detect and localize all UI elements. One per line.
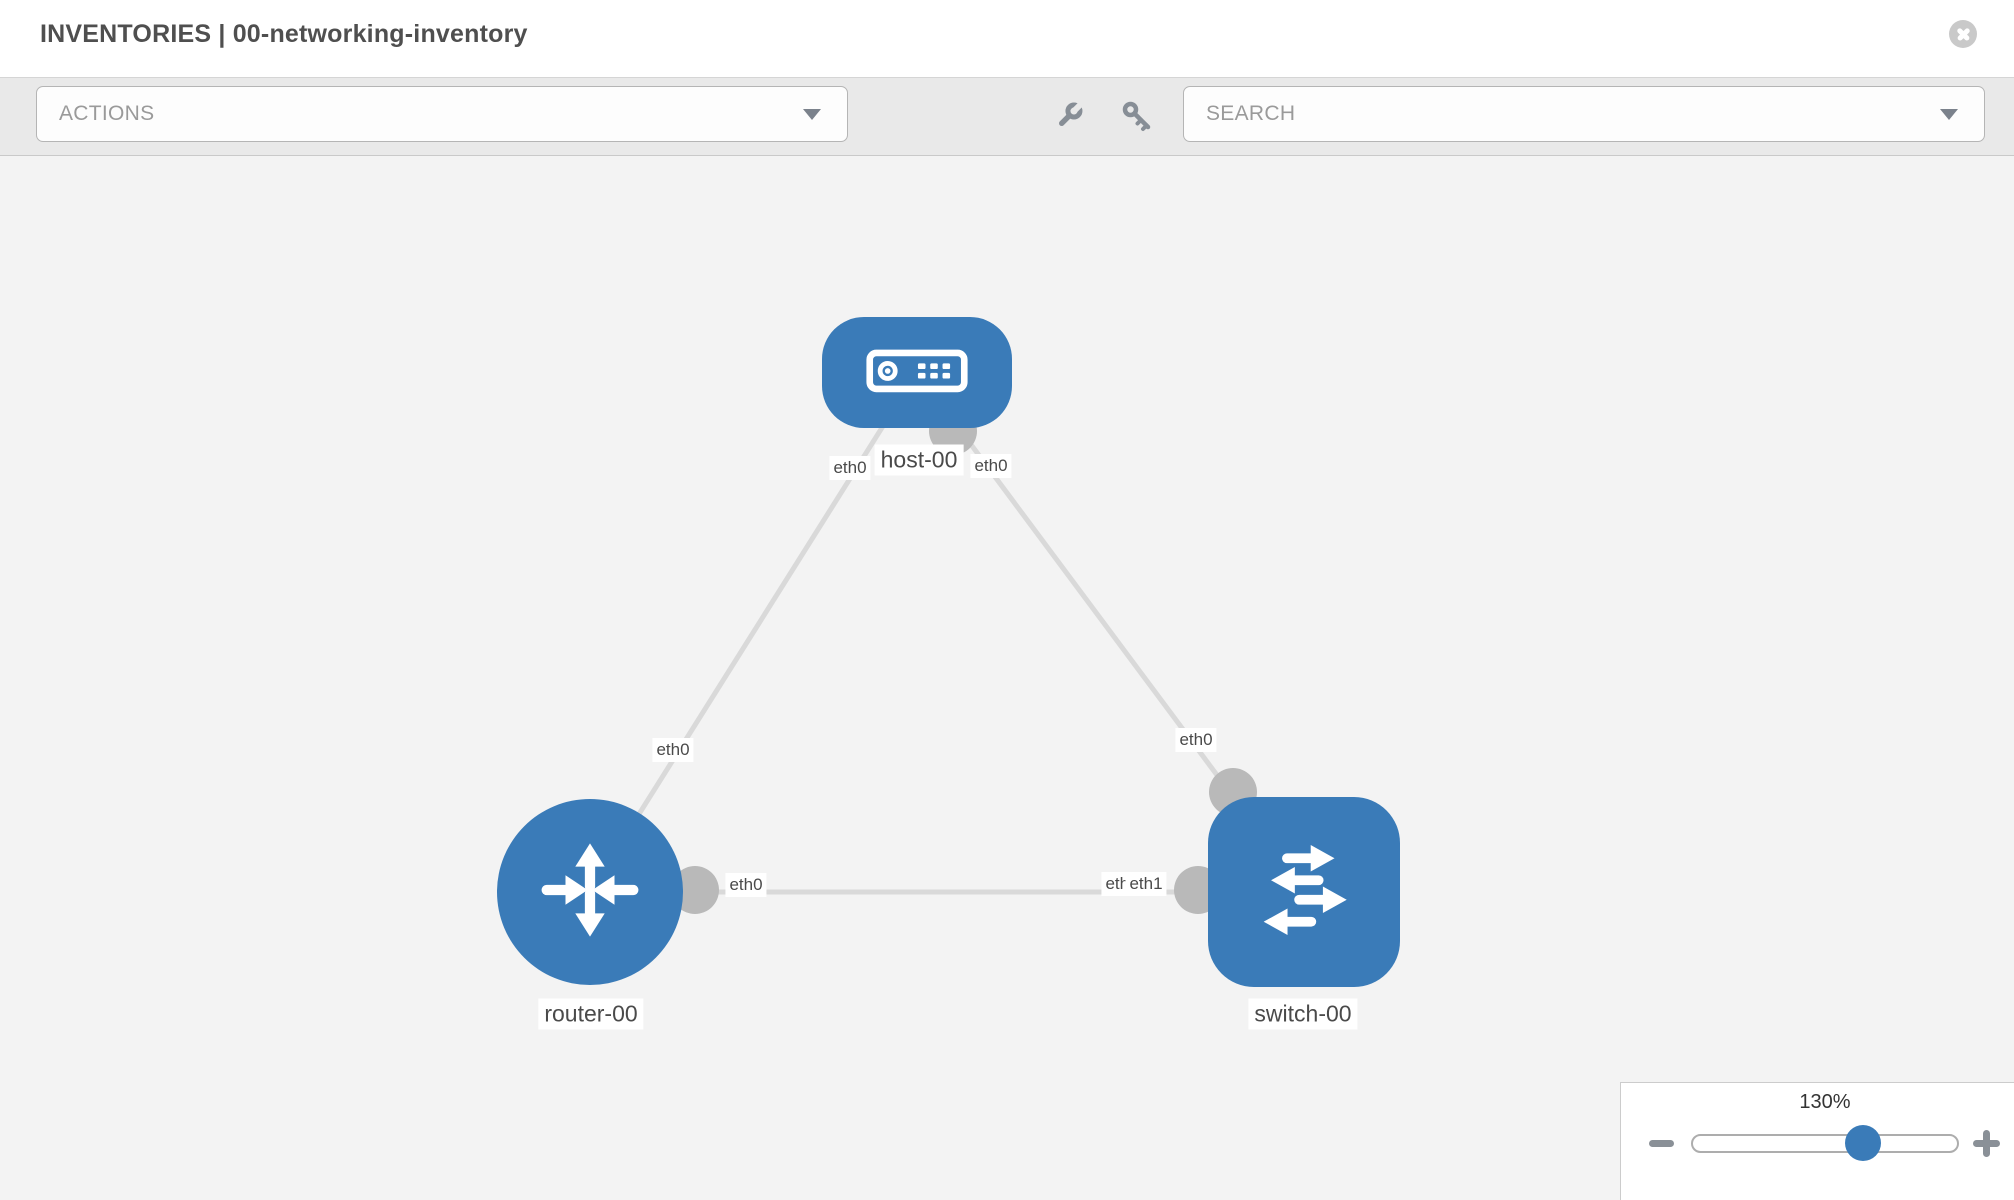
header: INVENTORIES | 00-networking-inventory xyxy=(0,0,2014,78)
zoom-in-icon[interactable] xyxy=(1973,1130,2000,1157)
router-icon xyxy=(533,833,647,952)
zoom-out-icon[interactable] xyxy=(1649,1140,1674,1147)
search-dropdown[interactable]: SEARCH xyxy=(1183,86,1985,142)
topology-canvas[interactable] xyxy=(0,156,2014,1200)
iface-label-host-eth0-right: eth0 xyxy=(970,454,1012,478)
iface-label-host-eth0-left: eth0 xyxy=(829,456,871,480)
iface-label-router-eth0-right: eth0 xyxy=(725,873,767,897)
zoom-control-panel: 130% xyxy=(1620,1082,2014,1200)
page-title: INVENTORIES | 00-networking-inventory xyxy=(40,20,528,48)
node-label-router: router-00 xyxy=(538,998,644,1030)
node-switch-00[interactable] xyxy=(1208,797,1400,987)
host-icon xyxy=(865,341,969,404)
node-host-00[interactable] xyxy=(822,317,1012,428)
key-icon[interactable] xyxy=(1121,100,1153,132)
close-icon[interactable] xyxy=(1949,20,1977,48)
zoom-slider-thumb[interactable] xyxy=(1845,1125,1881,1161)
node-label-host: host-00 xyxy=(874,444,964,476)
iface-label-router-eth0-top: eth0 xyxy=(652,738,694,762)
iface-label-switch-eth1-left: eth1 xyxy=(1125,872,1167,896)
zoom-in-icon-bar xyxy=(1983,1130,1990,1157)
chevron-down-icon xyxy=(803,108,821,120)
wrench-icon[interactable] xyxy=(1053,100,1085,132)
node-label-switch: switch-00 xyxy=(1248,998,1358,1030)
switch-icon xyxy=(1243,829,1365,956)
node-router-00[interactable] xyxy=(497,799,683,985)
chevron-down-icon xyxy=(1940,108,1958,120)
search-dropdown-placeholder: SEARCH xyxy=(1206,102,1296,125)
iface-label-switch-eth0-top: eth0 xyxy=(1175,728,1217,752)
toolbar: ACTIONS SEARCH xyxy=(0,78,2014,156)
actions-dropdown-placeholder: ACTIONS xyxy=(59,102,155,125)
actions-dropdown[interactable]: ACTIONS xyxy=(36,86,848,142)
zoom-level-value: 130% xyxy=(1799,1091,1851,1113)
zoom-slider[interactable] xyxy=(1691,1125,1959,1161)
